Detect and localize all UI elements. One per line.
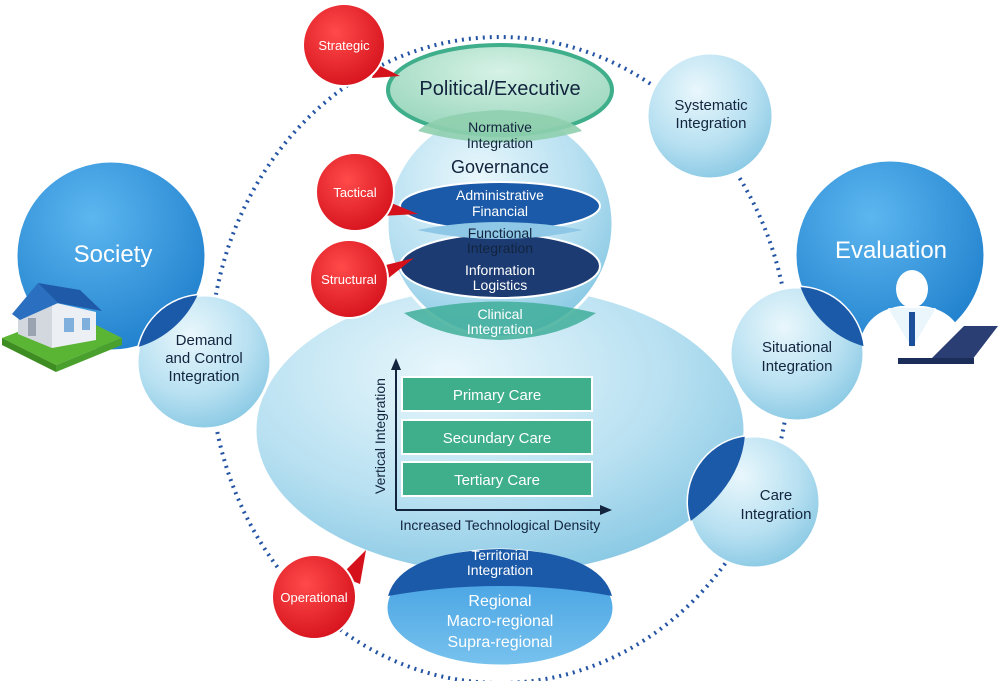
vertical-axis-arrow (391, 358, 401, 370)
operational-bubble: Operational (271, 550, 366, 640)
clinical-integration-label: Integration (467, 321, 533, 337)
structural-bubble: Structural (309, 239, 414, 319)
systematic-integration-circle (645, 51, 775, 181)
normative-integration-line2: Integration (467, 135, 533, 151)
governance-label: Governance (451, 157, 549, 177)
and-control-label: and Control (165, 350, 243, 367)
person-laptop-icon (858, 270, 998, 364)
evaluation-label: Evaluation (835, 237, 947, 264)
clinical-label: Clinical (477, 306, 522, 322)
primary-care-box (401, 376, 593, 412)
secundary-care-label: Secundary Care (443, 430, 551, 447)
primary-care-label: Primary Care (453, 387, 541, 404)
operational-label: Operational (280, 590, 347, 605)
territorial-label: Territorial (471, 547, 529, 563)
administrative-label: Administrative (456, 187, 544, 203)
tertiary-care-box (401, 461, 593, 497)
logistics-label: Logistics (473, 277, 527, 293)
secundary-care-box (401, 419, 593, 455)
situational-label: Situational (762, 339, 832, 356)
macro-regional-label: Macro-regional (447, 613, 554, 630)
situational-integration-label: Integration (762, 358, 833, 375)
house-icon (2, 283, 122, 372)
tactical-label: Tactical (333, 185, 376, 200)
functional-integration-overlap (417, 222, 583, 239)
financial-label: Financial (472, 203, 528, 219)
society-label: Society (74, 241, 153, 268)
tertiary-care-label: Tertiary Care (454, 472, 540, 489)
systematic-integration-label: Integration (676, 115, 747, 132)
care-integration-label: Integration (741, 506, 812, 523)
demand-label: Demand (176, 332, 233, 349)
strategic-bubble: Strategic (302, 3, 400, 87)
vertical-axis-label: Vertical Integration (372, 378, 388, 494)
normative-integration-overlap (418, 110, 582, 143)
information-label: Information (465, 262, 535, 278)
functional-integration-label: Integration (467, 240, 533, 256)
strategic-label: Strategic (318, 38, 370, 53)
political-executive-label: Political/Executive (419, 78, 580, 100)
structural-label: Structural (321, 272, 377, 287)
functional-label: Functional (468, 225, 533, 241)
tactical-bubble: Tactical (315, 152, 418, 232)
regional-label: Regional (468, 593, 531, 610)
territorial-integration-label: Integration (467, 562, 533, 578)
horizontal-axis-arrow (600, 505, 612, 515)
territorial-integration-overlap (388, 549, 612, 596)
horizontal-axis-label: Increased Technological Density (400, 517, 601, 533)
systematic-label: Systematic (674, 97, 748, 114)
demand-integration-label: Integration (169, 368, 240, 385)
clinical-integration-overlap (404, 301, 596, 340)
supra-regional-label: Supra-regional (448, 634, 553, 651)
care-label: Care (760, 487, 793, 504)
normative-integration-line1: Normative (468, 119, 532, 135)
